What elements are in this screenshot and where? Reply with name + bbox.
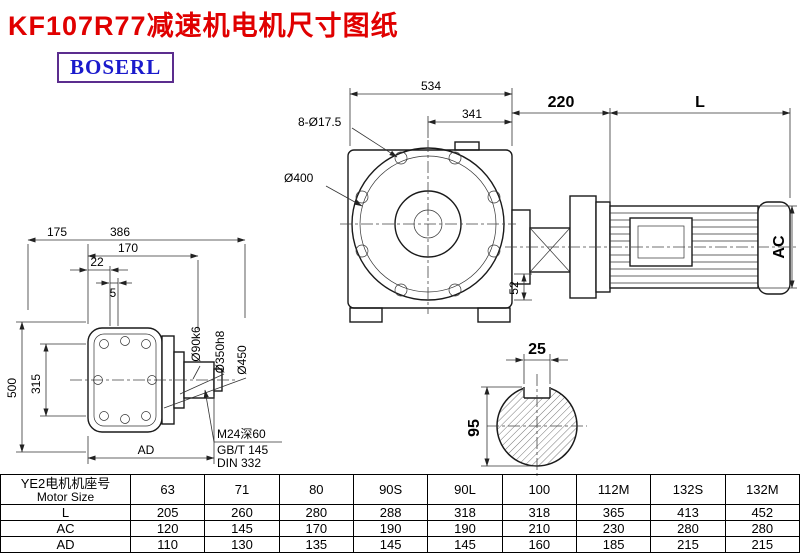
logo-text: BOSERL [70,55,162,79]
dim-52: 52 [507,281,521,295]
flange-bolt-holes [355,151,501,297]
table-row-AD: AD 110 130 135 145 145 160 185 215 215 [0,536,800,553]
table-cell: 280 [278,504,354,521]
table-cell: 185 [575,536,652,553]
top-view-dimensions: 534 341 8-Ø17.5 Ø400 220 L AC [284,79,797,301]
boserl-logo: BOSERL [57,52,175,83]
dim-95: 95 [466,419,483,437]
table-cell: 318 [427,504,503,521]
table-cell: 215 [724,536,800,553]
table-cell: 130 [204,536,280,553]
table-cell: 190 [427,520,503,537]
table-cell: 190 [352,520,429,537]
size-col-header: 132M [724,474,800,505]
table-cell: 280 [650,520,726,537]
table-cell: 145 [427,536,503,553]
table-cell: 205 [129,504,206,521]
dim-22: 22 [90,255,104,269]
table-cell: 210 [501,520,577,537]
table-row-L: L 205 260 280 288 318 318 365 413 452 [0,504,800,521]
bolt-holes-label: 8-Ø17.5 [298,115,342,129]
dim-341: 341 [462,107,482,121]
side-view-dimensions: 175 386 170 22 5 500 [5,225,282,470]
dim-L: L [695,94,705,111]
row-label: AD [0,536,131,553]
top-view-centerlines [340,140,798,314]
size-col-header: 112M [575,474,652,505]
terminal-box [629,217,693,267]
table-cell: 160 [501,536,577,553]
table-cell: 120 [129,520,206,537]
size-col-header: 90L [427,474,503,505]
dim-500: 500 [5,378,19,398]
table-cell: 145 [204,520,280,537]
size-col-header: 80 [278,474,354,505]
table-cell: 413 [650,504,726,521]
page-title: KF107R77减速机电机尺寸图纸 [8,11,399,41]
table-cell: 318 [501,504,577,521]
din-standard-note: DIN 332 [217,456,261,470]
dim-25: 25 [528,341,546,358]
table-cell: 365 [575,504,652,521]
table-cell: 288 [352,504,429,521]
size-col-header: 100 [501,474,577,505]
table-cell: 145 [352,536,429,553]
header-motor-size: YE2电机机座号 Motor Size [0,474,131,505]
table-cell: 260 [204,504,280,521]
dim-175: 175 [47,225,67,239]
dim-170: 170 [118,241,138,255]
spigot-dia-label: Ø350h8 [213,330,227,373]
motor-size-table: YE2电机机座号 Motor Size 63 71 80 90S 90L 100… [0,474,800,553]
dim-386: 386 [110,225,130,239]
table-cell: 170 [278,520,354,537]
dim-220: 220 [548,94,575,111]
table-cell: 110 [129,536,206,553]
size-col-header: 90S [352,474,429,505]
table-cell: 280 [724,520,800,537]
shaft-section-view: 25 95 [466,341,587,476]
flange-od-label: Ø450 [235,345,249,375]
gb-standard-note: GB/T 145 [217,443,268,457]
row-label: AC [0,520,131,537]
table-cell: 452 [724,504,800,521]
shaft-dia-label: Ø90k6 [189,326,203,362]
size-col-header: 71 [204,474,280,505]
row-label: L [0,504,131,521]
header-en: Motor Size [36,489,95,504]
dim-AD: AD [138,443,155,457]
table-cell: 215 [650,536,726,553]
top-view-gearbox [347,141,513,323]
table-row-AC: AC 120 145 170 190 190 210 230 280 280 [0,520,800,537]
table-cell: 230 [575,520,652,537]
table-header-row: YE2电机机座号 Motor Size 63 71 80 90S 90L 100… [0,474,800,505]
dim-534: 534 [421,79,441,93]
size-col-header: 132S [650,474,726,505]
side-bolt-holes [93,336,157,424]
dim-AC: AC [771,235,788,259]
technical-drawing: 534 341 8-Ø17.5 Ø400 220 L AC [5,79,798,476]
thread-note: M24深60 [217,427,266,441]
dim-315: 315 [29,374,43,394]
header-cn: YE2电机机座号 [20,475,111,491]
table-cell: 135 [278,536,354,553]
flange-dia-label: Ø400 [284,171,314,185]
dim-5: 5 [110,288,116,300]
size-col-header: 63 [129,474,206,505]
